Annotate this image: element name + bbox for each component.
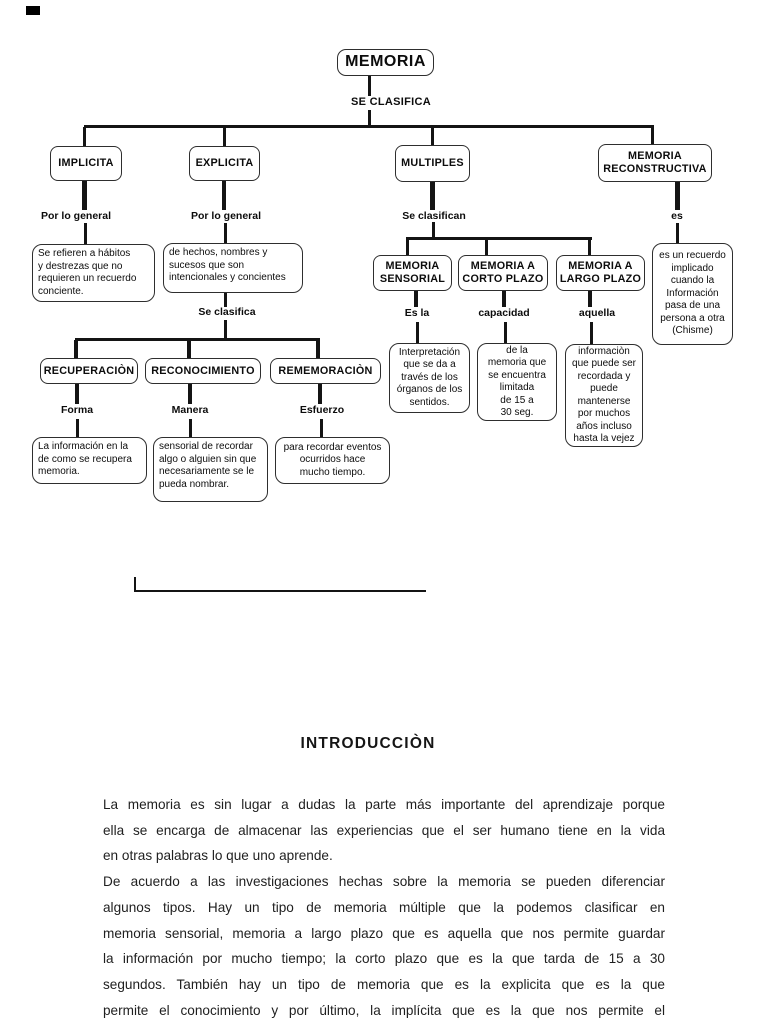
connector <box>223 127 226 147</box>
connector <box>84 223 87 244</box>
connector <box>75 384 79 404</box>
detail-reconocimiento: sensorial de recordar algo o alguien sin… <box>153 437 268 502</box>
text-line: permite el conocimiento y por último, la… <box>103 1002 665 1018</box>
link-por-lo-general-2: Por lo general <box>190 210 262 222</box>
node-explicita: EXPLICITA <box>189 146 260 181</box>
connector <box>406 237 592 240</box>
detail-corto-plazo: de la memoria que se encuentra limitada … <box>477 343 557 421</box>
link-se-clasifican: Se clasifican <box>402 210 466 222</box>
link-esfuerzo: Esfuerzo <box>299 404 345 416</box>
connector <box>416 322 419 344</box>
detail-recuperacion: La información en la de como se recupera… <box>32 437 147 484</box>
detail-explicita: de hechos, nombres y sucesos que son int… <box>163 243 303 293</box>
link-aquella: aquella <box>578 307 616 319</box>
link-por-lo-general-1: Por lo general <box>40 210 112 222</box>
connector <box>76 419 79 438</box>
connector <box>189 419 192 438</box>
text-line: ella se encarga de almacenar las experie… <box>103 822 665 838</box>
node-memoria-largo-plazo: MEMORIA A LARGO PLAZO <box>556 255 645 291</box>
connector <box>134 577 136 592</box>
connector <box>188 384 192 404</box>
detail-largo-plazo: informaciòn que puede ser recordada y pu… <box>565 344 643 447</box>
connector <box>406 239 409 255</box>
connector <box>224 320 227 339</box>
node-memoria-corto-plazo: MEMORIA A CORTO PLAZO <box>458 255 548 291</box>
connector <box>84 125 654 128</box>
connector <box>82 181 87 210</box>
node-implicita: IMPLICITA <box>50 146 122 181</box>
text-line: La memoria es sin lugar a dudas la parte… <box>103 797 665 812</box>
connector <box>590 322 593 345</box>
connector <box>504 322 507 344</box>
connector <box>222 181 226 210</box>
detail-implicita: Se refieren a hábitos y destrezas que no… <box>32 244 155 302</box>
intro-heading: INTRODUCCIÒN <box>300 735 436 752</box>
node-recuperacion: RECUPERACIÒN <box>40 358 138 384</box>
connector <box>588 239 591 255</box>
connector <box>414 291 418 307</box>
node-memoria-sensorial: MEMORIA SENSORIAL <box>373 255 452 291</box>
detail-rememoracion: para recordar eventos ocurridos hace muc… <box>275 437 390 484</box>
connector <box>675 182 680 210</box>
detail-sensorial: Interpretación que se da a través de los… <box>389 343 470 413</box>
connector <box>320 419 323 438</box>
connector <box>676 223 679 243</box>
connector <box>502 291 506 307</box>
link-manera: Manera <box>171 404 209 416</box>
connector <box>224 293 227 307</box>
text-line: en otras palabras lo que uno aprende. <box>103 848 333 864</box>
connector <box>187 340 191 359</box>
text-line: algunos tipos. Hay un tipo de memoria mú… <box>103 899 665 915</box>
connector <box>651 127 654 145</box>
node-rememoracion: REMEMORACIÒN <box>270 358 381 384</box>
text-line: De acuerdo a las investigaciones hechas … <box>103 874 665 890</box>
connector <box>318 384 322 404</box>
connector <box>83 127 86 147</box>
connector <box>75 338 320 341</box>
intro-paragraph: La memoria es sin lugar a dudas la parte… <box>103 792 665 1023</box>
link-se-clasifica-2: Se clasifica <box>198 306 256 318</box>
link-forma: Forma <box>60 404 94 416</box>
connector <box>430 182 435 210</box>
node-memoria: MEMORIA <box>337 49 434 76</box>
connector <box>368 110 371 127</box>
connector <box>368 76 371 96</box>
connector <box>316 340 320 359</box>
text-line: la información por mucho tiempo; la cort… <box>103 951 665 967</box>
link-es: es <box>671 210 683 222</box>
connector <box>588 291 592 307</box>
text-line: segundos. También hay un tipo de memoria… <box>103 976 665 992</box>
connector <box>224 223 227 243</box>
connector <box>134 590 426 592</box>
connector <box>431 127 434 146</box>
link-capacidad: capacidad <box>478 307 530 319</box>
node-reconocimiento: RECONOCIMIENTO <box>145 358 261 384</box>
connector <box>485 239 488 255</box>
text-line: memoria sensorial, memoria a largo plazo… <box>103 925 665 941</box>
node-reconstructiva: MEMORIA RECONSTRUCTIVA <box>598 144 712 182</box>
link-se-clasifica: SE CLASIFICA <box>351 96 431 108</box>
link-es-la: Es la <box>404 307 430 319</box>
detail-reconstructiva: es un recuerdo implicado cuando la Infor… <box>652 243 733 345</box>
scan-artifact <box>26 6 40 15</box>
connector <box>432 222 435 239</box>
node-multiples: MULTIPLES <box>395 145 470 182</box>
connector <box>74 340 78 359</box>
